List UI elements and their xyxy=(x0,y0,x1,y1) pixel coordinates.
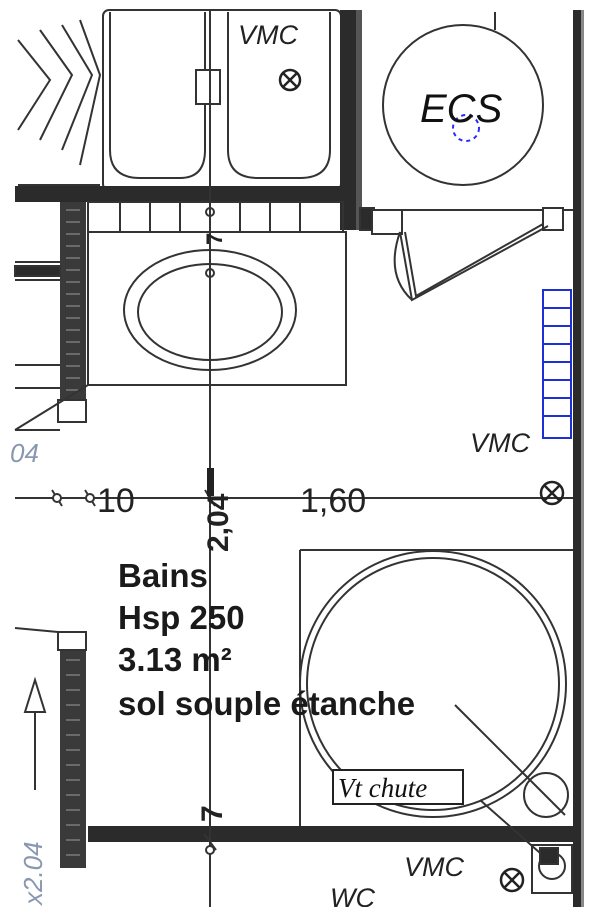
dimension-label-7-top: 7 xyxy=(202,233,227,245)
vmc-icon xyxy=(539,480,565,506)
partial-label-x2-04: x2.04 xyxy=(18,841,48,907)
dimension-labels: 10 1,60 2,04 xyxy=(97,468,366,552)
stair-arrow xyxy=(23,676,47,790)
vt-chute-label: Vt chute xyxy=(338,773,427,803)
wc-fragment xyxy=(531,844,573,894)
room-label: Bains Hsp 250 3.13 m² sol souple étanche xyxy=(118,557,415,722)
ecs-closet xyxy=(359,12,573,302)
room-area: 3.13 m² xyxy=(118,641,232,678)
wall-outlines xyxy=(14,261,87,651)
partial-label-04: 04 xyxy=(10,438,39,468)
dimension-lines xyxy=(15,10,573,907)
vmc-label: VMC xyxy=(404,852,465,882)
towel-radiator xyxy=(542,289,572,439)
vmc-symbols xyxy=(278,68,565,893)
room-height: Hsp 250 xyxy=(118,599,245,636)
vmc-label: VMC xyxy=(470,428,531,458)
vmc-icon xyxy=(499,867,525,893)
dimension-label-2-04: 2,04 xyxy=(202,493,235,552)
dimension-label-7: 7 xyxy=(196,805,229,822)
ecs-label: ECS xyxy=(420,87,503,131)
room-floor: sol souple étanche xyxy=(118,685,415,722)
dimension-label-1-60: 1,60 xyxy=(300,482,366,520)
room-name: Bains xyxy=(118,557,208,594)
vmc-label: VMC xyxy=(238,20,299,50)
wc-label: WC xyxy=(330,883,375,907)
vmc-icon xyxy=(278,68,302,92)
hatched-walls xyxy=(66,209,80,856)
bathtub xyxy=(100,9,345,192)
vt-chute-box: Vt chute xyxy=(332,769,464,805)
shower-tray xyxy=(299,549,573,861)
ecs-tank xyxy=(382,24,544,186)
dimension-label-10: 10 xyxy=(97,482,135,520)
walls xyxy=(15,10,584,907)
stair-fragment xyxy=(17,19,102,186)
